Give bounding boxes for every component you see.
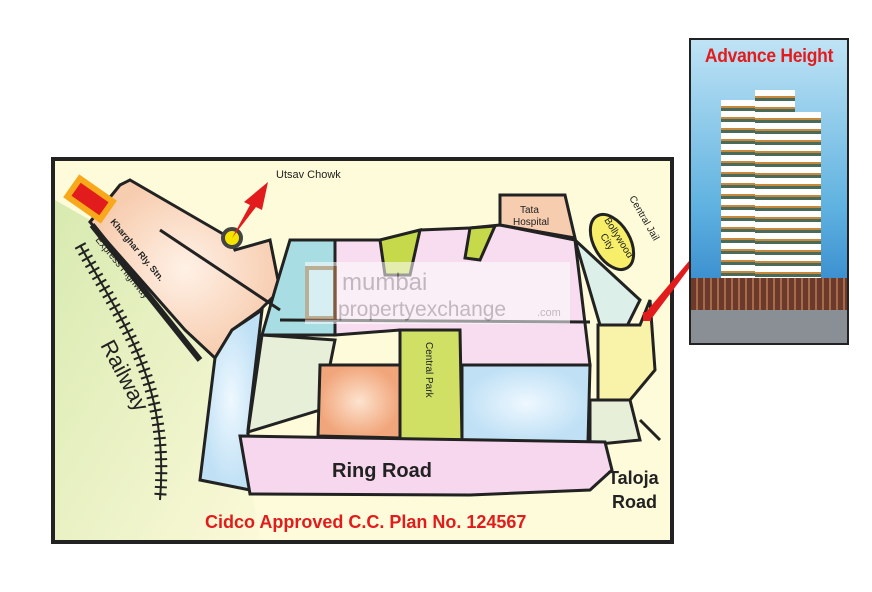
svg-text:mumbai: mumbai (342, 269, 427, 296)
taloja-road-label: Taloja (608, 468, 660, 488)
zone-lime-2 (463, 224, 498, 262)
road (638, 418, 662, 442)
central-park-label: Central Park (423, 342, 434, 399)
watermark-logo: mumbai propertyexchange .com (305, 262, 570, 324)
building-base (691, 278, 847, 310)
bollywood-city[interactable] (581, 207, 642, 277)
road (159, 228, 281, 312)
utsav-chowk-label: Utsav Chowk (276, 169, 341, 181)
kharghar-station-marker (63, 174, 117, 224)
red-arrow-icon (232, 182, 268, 238)
railway-rail (79, 244, 163, 501)
building-tower-center (755, 90, 795, 280)
zone-orange (316, 363, 402, 440)
building-photo: Advance Height (689, 38, 849, 345)
svg-text:Road: Road (612, 492, 657, 512)
svg-text:Hospital: Hospital (513, 217, 549, 228)
ring-road-label: Ring Road (332, 460, 432, 482)
tata-hospital-label: Tata (520, 205, 539, 216)
zone-light-green-2 (588, 398, 642, 447)
photo-title: Advance Height (704, 46, 834, 67)
street (691, 310, 847, 343)
svg-text:.com: .com (537, 307, 561, 319)
ring-road-area (238, 434, 614, 497)
svg-text:propertyexchange: propertyexchange (338, 298, 506, 321)
building-tower-right (791, 112, 821, 280)
express-highway-road (89, 223, 203, 362)
zone-blue (460, 363, 592, 444)
cc-plan-footer: Cidco Approved C.C. Plan No. 124567 (205, 512, 526, 532)
tata-hospital[interactable] (498, 193, 577, 240)
site-marker (643, 312, 651, 321)
